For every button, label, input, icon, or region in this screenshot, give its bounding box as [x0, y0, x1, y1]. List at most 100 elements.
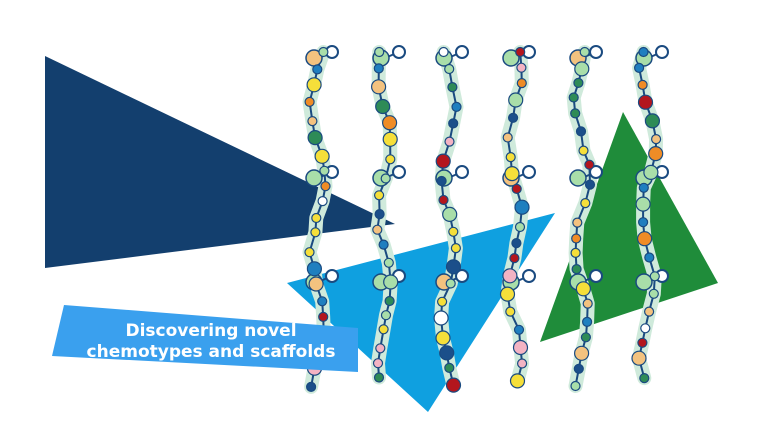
atom: [442, 206, 458, 222]
atom: [435, 153, 451, 169]
atom: [502, 132, 513, 143]
atom: [444, 362, 455, 373]
atom: [637, 94, 654, 110]
atom: [318, 311, 329, 322]
atom: [578, 145, 589, 156]
atom: [499, 286, 516, 302]
atom: [445, 259, 462, 275]
atom: [372, 224, 383, 235]
atom: [639, 373, 650, 384]
atom: [451, 101, 462, 113]
atom: [502, 49, 520, 67]
atom: [631, 350, 647, 366]
atom: [435, 330, 451, 346]
atom: [373, 63, 384, 74]
atom: [455, 269, 469, 283]
atom: [455, 165, 469, 179]
atom: [318, 46, 329, 58]
atom: [637, 217, 649, 228]
atom: [635, 196, 651, 212]
atom: [306, 261, 322, 277]
atom: [307, 130, 323, 146]
atom: [372, 358, 384, 369]
atom: [644, 113, 661, 129]
atom: [522, 269, 536, 283]
atom: [502, 268, 518, 284]
atom: [504, 166, 520, 182]
atom: [315, 347, 326, 358]
molecule-column: [370, 45, 406, 385]
atom: [445, 377, 462, 393]
atom: [306, 381, 317, 392]
atom: [575, 126, 587, 137]
atom: [507, 112, 519, 123]
atom: [512, 339, 529, 356]
atom: [573, 345, 590, 361]
molecule-column: [433, 45, 469, 393]
atom: [643, 164, 659, 180]
molecule-columns: [302, 45, 669, 394]
atom: [383, 274, 399, 290]
atom: [633, 62, 645, 74]
atom: [382, 115, 398, 131]
atom: [569, 169, 587, 187]
molecule-column: [566, 45, 603, 393]
atom: [380, 310, 392, 321]
atom: [584, 159, 595, 170]
atom: [643, 306, 655, 317]
atom: [392, 45, 406, 59]
atom: [655, 45, 669, 59]
atom: [317, 296, 328, 307]
atom: [575, 281, 592, 297]
atom: [648, 288, 659, 299]
atom: [511, 238, 522, 249]
atom: [382, 131, 398, 147]
atom: [638, 182, 649, 193]
atom: [522, 165, 536, 179]
atom: [509, 373, 526, 389]
navy-funnel-shape: [45, 56, 395, 268]
atom: [574, 61, 590, 77]
atom: [374, 190, 385, 201]
atom: [515, 46, 526, 58]
atom: [648, 146, 664, 162]
atom: [319, 165, 330, 176]
atom: [638, 46, 649, 58]
atom: [308, 276, 324, 292]
atom: [438, 46, 449, 58]
atom: [570, 247, 581, 258]
atom: [640, 323, 651, 334]
atom: [375, 98, 391, 115]
atom: [445, 278, 456, 289]
atom: [318, 331, 329, 342]
atom: [513, 324, 525, 335]
atom: [439, 345, 455, 361]
atom: [514, 199, 530, 215]
atom: [383, 257, 394, 268]
atom: [384, 295, 395, 307]
atom: [582, 298, 593, 309]
atom: [516, 358, 528, 369]
atom: [311, 212, 322, 224]
atom: [310, 227, 321, 238]
atom: [571, 233, 582, 244]
atom: [385, 154, 396, 165]
atom: [455, 45, 469, 59]
atom: [514, 221, 526, 233]
atom: [304, 96, 315, 108]
atom: [589, 165, 603, 179]
atom: [509, 253, 520, 264]
atom: [320, 181, 331, 192]
atom: [516, 62, 527, 73]
atom: [579, 46, 590, 58]
molecule-column: [631, 45, 669, 386]
atom: [378, 324, 389, 335]
atom: [448, 226, 459, 237]
atom: [371, 79, 387, 95]
atom: [375, 343, 386, 354]
atom: [374, 46, 385, 58]
atom: [572, 217, 583, 228]
atom: [325, 269, 339, 283]
green-triangle: [540, 112, 718, 342]
